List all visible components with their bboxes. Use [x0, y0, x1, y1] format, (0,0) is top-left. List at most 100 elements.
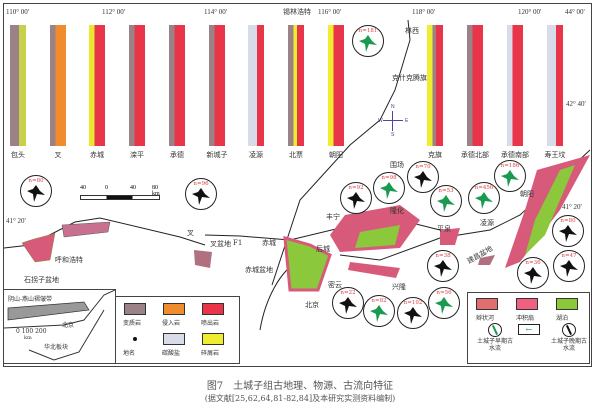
compass-w: W	[378, 118, 383, 124]
coord-110: 110° 00'	[6, 8, 30, 16]
rose-count: n=92	[348, 185, 364, 191]
coord-114: 114° 00'	[204, 8, 228, 16]
rose-petals	[370, 305, 388, 322]
place-label: 凌源	[480, 219, 494, 227]
place-dot-icon	[133, 337, 137, 341]
legend-swatch	[163, 303, 185, 315]
lithology-column	[328, 25, 344, 146]
rose-count: n=186	[500, 163, 520, 169]
rose-petals	[347, 192, 365, 209]
early-paleocurrent-icon	[488, 323, 502, 337]
late-paleocurrent-icon	[562, 323, 576, 337]
legend-swatch	[476, 298, 498, 310]
column-label: 承德	[170, 151, 184, 159]
rose-petals	[501, 170, 519, 187]
legend-lithology: 变质岩侵入岩喷出岩地名碳酸盐碎屑岩	[115, 296, 240, 364]
legend-swatch	[124, 303, 146, 315]
inset-beijing-label: 北京	[62, 322, 75, 329]
rose-count: n=70	[415, 164, 431, 170]
column-label: 克旗	[428, 151, 442, 159]
place-label: 叉盆地	[210, 240, 231, 248]
rose-diagram: n=36	[517, 257, 549, 289]
rose-diagram: n=456	[468, 182, 500, 214]
column-label: 承德北部	[461, 151, 489, 159]
place-label: 丰宁	[326, 213, 340, 221]
rose-count: n=80	[28, 178, 44, 184]
lithology-column	[89, 25, 105, 146]
scale-tick: 0	[105, 185, 108, 191]
place-label: 平泉	[437, 225, 451, 233]
column-label: 朝阳	[329, 151, 343, 159]
place-label: 克什克腾旗	[392, 74, 427, 82]
rose-count: n=47	[561, 253, 577, 259]
lithology-column	[169, 25, 185, 146]
rose-count: n=56	[436, 290, 452, 296]
rose-count: n=192	[403, 300, 423, 306]
legend-label: 冲积扇	[516, 315, 535, 322]
rose-petals	[414, 171, 432, 188]
rose-count: n=98	[381, 175, 397, 181]
rose-diagram: n=80	[20, 175, 52, 207]
rose-petals	[559, 225, 577, 242]
place-label: F1	[233, 239, 243, 247]
coord-120: 120° 00'	[518, 8, 542, 16]
rose-count: n=36	[525, 260, 541, 266]
lithology-column	[467, 25, 483, 146]
rose-petals	[404, 307, 422, 324]
compass-e: E	[405, 118, 409, 124]
legend-swatch	[556, 298, 578, 310]
place-label: 围场	[390, 161, 404, 169]
rose-diagram: n=38	[427, 250, 459, 282]
legend-swatch	[163, 333, 185, 345]
rose-diagram: n=22	[332, 287, 364, 319]
column-label: 滦平	[130, 151, 144, 159]
rose-petals	[434, 260, 452, 277]
lithology-column	[50, 25, 66, 146]
rose-diagram: n=80	[552, 215, 584, 247]
inset-belt-label: 阴山-燕山褶皱带	[8, 296, 53, 303]
flow-arrow-icon: ←	[518, 324, 540, 335]
place-label: 朝阳	[520, 190, 534, 198]
legend-label: 变质岩	[123, 320, 142, 327]
place-label: 林西	[405, 27, 419, 35]
coord-41-20-right: 41° 20'	[562, 203, 582, 211]
scale-bar: 40 0 40 80 km	[80, 185, 160, 200]
legend-label: 侵入岩	[162, 320, 181, 327]
rose-diagram: n=98	[373, 172, 405, 204]
compass-n: N	[391, 104, 395, 110]
legend-swatch	[202, 303, 224, 315]
inset-plate-label: 华北板块	[44, 344, 69, 351]
column-label: 包头	[11, 151, 25, 159]
rose-petals	[27, 185, 45, 202]
rose-count: n=456	[474, 185, 494, 191]
compass: N S W E	[378, 104, 408, 138]
lithology-column	[507, 25, 523, 146]
legend-label: 地名	[123, 350, 136, 357]
place-label: 叉	[187, 229, 194, 237]
rose-petals	[435, 297, 453, 314]
column-label: 北票	[289, 151, 303, 159]
rose-count: n=53	[438, 188, 454, 194]
coord-44: 44° 00'	[565, 8, 585, 16]
legend-label: 湖泊	[556, 315, 569, 322]
rose-diagram: n=53	[430, 185, 462, 217]
column-label: 赤城	[90, 151, 104, 159]
inset-scale: 0 100 200	[16, 328, 47, 335]
map-frame	[3, 3, 592, 367]
figure-source: (据文献[25,62,64,81-82,84]及本研究实测资料编制)	[204, 394, 396, 403]
scale-tick: 40	[80, 185, 86, 191]
figure-caption: 图7 土城子组古地理、物源、古流向特征	[206, 381, 394, 392]
place-label: 兴隆	[392, 283, 406, 291]
scale-tick: 40	[130, 185, 136, 191]
column-label: 叉	[54, 151, 62, 159]
rose-petals	[380, 182, 398, 199]
rose-count: n=38	[435, 253, 451, 259]
legend-label: 碳酸盐	[162, 350, 181, 357]
legend-label: 土城子晚期古水流	[550, 338, 587, 352]
place-label: 北京	[305, 301, 319, 309]
legend-swatch	[202, 333, 224, 345]
column-label: 凌源	[249, 151, 263, 159]
rose-count: n=82	[371, 298, 387, 304]
place-label: 锡林浩特	[283, 8, 311, 16]
place-label: 密云	[328, 281, 342, 289]
